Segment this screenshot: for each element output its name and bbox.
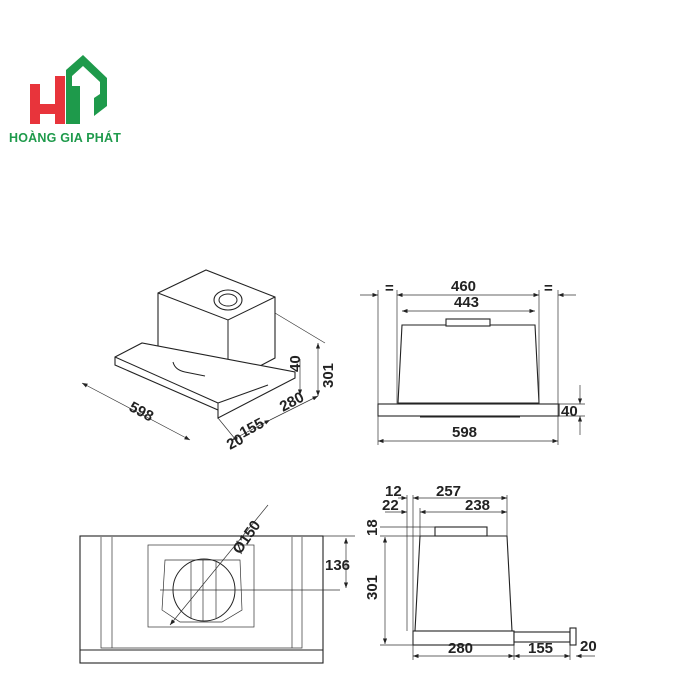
dim-side-238: 238 [465, 497, 490, 514]
dim-iso-width: 598 [126, 399, 156, 426]
dim-front-443: 443 [454, 294, 479, 311]
bottom-view: Ø150 136 [79, 504, 355, 664]
dim-side-301: 301 [364, 575, 381, 600]
dim-iso-depth: 280 [277, 389, 307, 416]
dim-side-20: 20 [580, 638, 597, 655]
dim-iso-front: 20 [224, 431, 247, 454]
dim-iso-front-height: 40 [287, 355, 304, 372]
dim-bottom-136: 136 [325, 557, 350, 574]
dim-side-12: 12 [385, 483, 402, 500]
dim-side-22: 22 [382, 497, 399, 514]
dim-front-40: 40 [561, 403, 578, 420]
dim-side-280: 280 [448, 640, 473, 657]
logo-mark-icon [30, 55, 107, 124]
brand-name: HOÀNG GIA PHÁT [9, 131, 122, 145]
dim-front-eq-right: = [544, 280, 553, 297]
dim-front-eq-left: = [385, 280, 394, 297]
front-view: 460 443 598 40 = = [360, 278, 585, 445]
dim-iso-height: 301 [320, 363, 337, 388]
dim-front-598: 598 [452, 424, 477, 441]
side-view: 12 257 22 238 18 301 280 155 20 [364, 483, 597, 660]
dim-front-460: 460 [451, 278, 476, 295]
brand-logo [0, 40, 180, 160]
dim-side-155: 155 [528, 640, 553, 657]
dim-side-18: 18 [364, 519, 381, 536]
isometric-view: 598 20 155 280 40 301 [81, 269, 337, 454]
dim-side-257: 257 [436, 483, 461, 500]
